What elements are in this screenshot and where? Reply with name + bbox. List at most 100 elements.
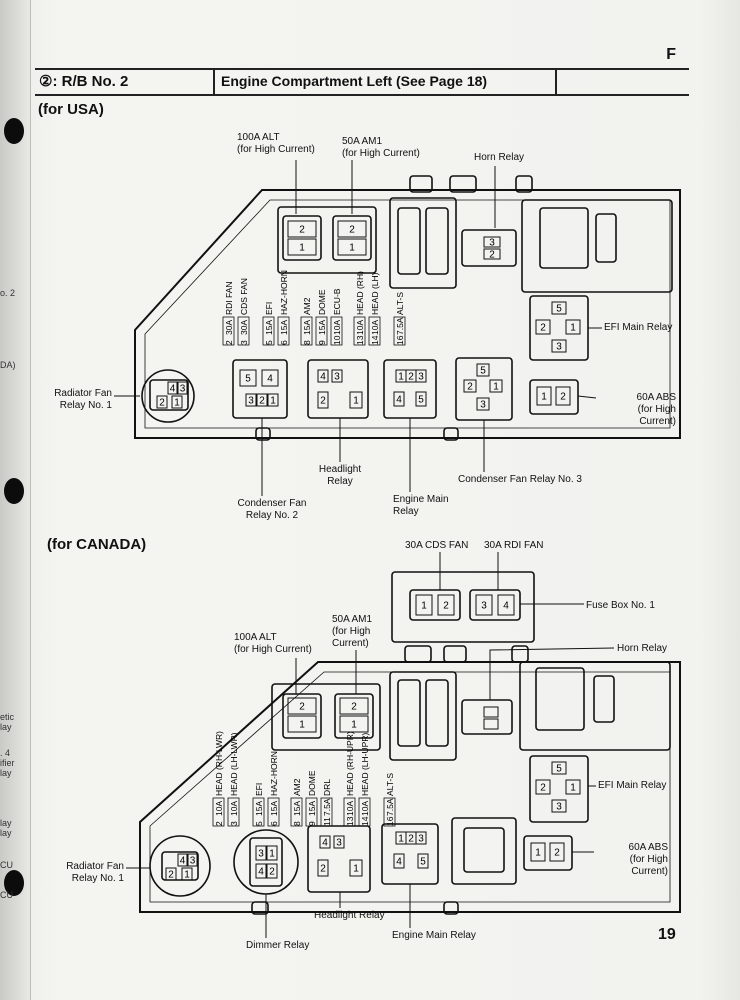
- canada-horn-relay: [461, 699, 513, 735]
- usa-cond3-pin: 3: [480, 400, 486, 411]
- canada-top-tab: [404, 645, 432, 663]
- canada-fuse-box: [252, 797, 265, 827]
- usa-horn-cell: [483, 248, 501, 260]
- canada-horn-leader: [489, 647, 615, 700]
- edge-text: CU: [0, 890, 13, 900]
- usa-fuse-amp: 15A: [317, 320, 327, 335]
- usa-alt-pin: 1: [299, 243, 305, 254]
- canada-head-cell: [349, 859, 363, 877]
- canada-abs-fuse: [523, 835, 573, 871]
- usa-eng-cell: [415, 391, 427, 407]
- canada-rdi-cell: [497, 594, 515, 616]
- usa-fuse-box: [237, 316, 250, 346]
- canada-abs-cell: [530, 842, 546, 862]
- edge-text: . 4 ifier lay: [0, 748, 15, 778]
- usa-rad-cell: [177, 381, 188, 395]
- usa-fuse-number: 13: [355, 335, 365, 345]
- canada-fuse-name: HEAD (LH-UPR): [360, 733, 370, 796]
- usa-fuse-box: [330, 316, 343, 346]
- canada-alt-label: 100A ALT (for High Current): [234, 632, 312, 655]
- canada-rad-pin: 3: [190, 856, 196, 867]
- usa-right-slot: [595, 213, 617, 263]
- usa-fuse-amp: 15A: [264, 320, 274, 335]
- canada-rdi-label: 30A RDI FAN: [484, 540, 544, 551]
- canada-am1-pin: 1: [351, 720, 357, 731]
- usa-bottom-tab: [255, 427, 271, 441]
- canada-eng-cell: [415, 831, 427, 845]
- usa-fuse-box: [222, 316, 235, 346]
- canada-rad-pin: 4: [180, 856, 186, 867]
- usa-abs-pin: 1: [541, 392, 547, 403]
- usa-head-cell: [317, 369, 329, 383]
- canada-condenser-relay: [451, 817, 517, 885]
- usa-alt-label: 100A ALT (for High Current): [237, 132, 315, 155]
- canada-fuse-box: [290, 797, 303, 827]
- canada-eng-pin: 2: [408, 834, 414, 845]
- usa-cond3-pin: 5: [480, 366, 486, 377]
- usa-cond2-cell: [256, 393, 268, 407]
- usa-cond2-pin: 4: [267, 374, 273, 385]
- canada-fuse-box: [212, 797, 225, 827]
- canada-head-cell: [319, 835, 331, 849]
- canada-radiator-label: Radiator Fan Relay No. 1: [66, 861, 124, 884]
- usa-fuse-number: 8: [302, 340, 312, 345]
- canada-fuse-amp: 7.5A: [322, 798, 332, 816]
- usa-fuse-name: ALT-S: [395, 292, 405, 315]
- usa-horn-relay: [461, 229, 517, 267]
- usa-efi-pin: 1: [570, 323, 576, 334]
- usa-efi-pin: 3: [556, 342, 562, 353]
- canada-am1-fuse: [334, 693, 374, 739]
- canada-horn-cell: [483, 718, 499, 730]
- usa-block-outline: [134, 189, 681, 439]
- canada-fuse-name: EFI: [254, 783, 264, 796]
- canada-fuse-name: DOME: [307, 770, 317, 796]
- canada-dim-cell: [255, 845, 267, 861]
- usa-abs-cell: [555, 386, 571, 406]
- usa-am1-fuse: [332, 215, 372, 261]
- usa-fuse-amp: 15A: [279, 320, 289, 335]
- canada-fuse-number: 9: [307, 821, 317, 826]
- usa-eng-pin: 4: [396, 395, 402, 406]
- usa-cond2-pin: 3: [248, 396, 254, 407]
- canada-fuse-name: DRL: [322, 779, 332, 796]
- usa-top-tab: [449, 175, 477, 193]
- usa-engine-main-relay: [383, 359, 437, 419]
- usa-eng-pin: 2: [408, 372, 414, 383]
- usa-eng-cell: [393, 391, 405, 407]
- usa-fuse-number: 3: [239, 340, 249, 345]
- usa-cond2-pin: 2: [259, 396, 265, 407]
- canada-head-cell: [333, 835, 345, 849]
- usa-fuse-name: AM2: [302, 297, 312, 315]
- canada-efi-cell: [551, 761, 567, 775]
- usa-fuse-number: 14: [370, 335, 380, 345]
- usa-rad-pin: 3: [180, 384, 186, 395]
- usa-horn-cell: [483, 236, 501, 248]
- canada-fuse-amp: 15A: [254, 801, 264, 816]
- canada-efi-main-label: EFI Main Relay: [598, 780, 667, 791]
- edge-text: lay lay: [0, 818, 12, 838]
- usa-cond2-cell: [245, 393, 257, 407]
- usa-alt-pin: 2: [299, 225, 305, 236]
- canada-dim-pin: 1: [269, 849, 275, 860]
- usa-fuse-box: [277, 316, 290, 346]
- canada-engine-main-label: Engine Main Relay: [392, 930, 476, 941]
- usa-horn-pin: 2: [489, 250, 495, 261]
- usa-cond3-pin: 2: [467, 382, 473, 393]
- usa-abs-label: 60A ABS (for High Current): [636, 392, 676, 427]
- canada-fuse-amp: 15A: [292, 801, 302, 816]
- usa-cond3-cell: [476, 363, 490, 377]
- canada-dim-cell: [266, 845, 278, 861]
- usa-right-slot: [539, 207, 589, 269]
- usa-cond2-pin: 5: [245, 374, 251, 385]
- canada-abs-cell: [549, 842, 565, 862]
- canada-fuse-number: 8: [292, 821, 302, 826]
- usa-headlight-relay: [307, 359, 369, 419]
- canada-head-pin: 3: [336, 838, 342, 849]
- binder-hole: [4, 478, 24, 504]
